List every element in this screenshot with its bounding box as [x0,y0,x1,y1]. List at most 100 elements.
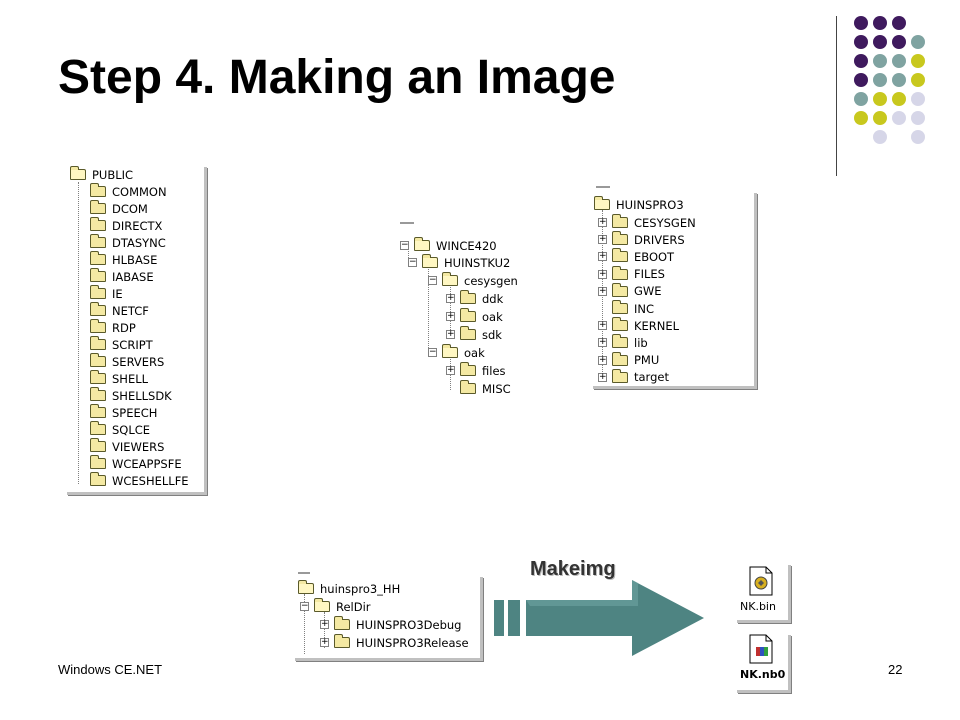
tree-node[interactable]: SQLCE [90,421,150,438]
tree-node[interactable]: COMMON [90,183,167,200]
tree-node[interactable]: IE [90,285,123,302]
expand-icon[interactable]: + [598,285,607,296]
footer-page-number: 22 [888,662,903,677]
tree-node[interactable]: WCESHELLFE [90,472,189,489]
tree-node[interactable]: VIEWERS [90,438,164,455]
process-arrow-icon [494,580,704,656]
tree-node[interactable]: DCOM [90,200,148,217]
expand-icon[interactable]: + [320,619,329,629]
folder-icon [90,336,106,350]
nk-nb0-file[interactable]: NK.nb0 [734,632,788,690]
file-name: NK.bin [740,600,776,613]
folder-icon [594,196,610,210]
wince-folder-tree-panel: − WINCE420 − HUINSTKU2 − cesysgen + ddk … [396,222,520,408]
expand-icon[interactable]: + [446,311,455,321]
tree-node-label: SHELL [112,371,149,386]
tree-node-label[interactable]: HUINSPRO3Release [356,635,469,650]
folder-icon [90,234,106,248]
folder-icon [612,368,628,383]
collapse-icon[interactable]: − [300,601,309,611]
tree-node-label: SPEECH [112,405,158,420]
folder-icon [90,387,106,401]
tree-node-label[interactable]: MISC [482,381,511,396]
tree-node-label[interactable]: cesysgen [464,273,518,288]
decorative-dot [892,35,906,49]
tree-node[interactable]: SHELLSDK [90,387,172,404]
tree-node[interactable]: SPEECH [90,404,157,421]
tree-node-label[interactable]: HUINSPRO3Debug [356,617,462,632]
tree-node[interactable]: IABASE [90,268,154,285]
collapse-icon[interactable]: − [400,240,409,250]
tree-node[interactable]: SERVERS [90,353,164,370]
tree-node[interactable]: RDP [90,319,136,336]
folder-icon [90,421,106,435]
tree-root-label[interactable]: HUINSPRO3 [616,197,684,212]
tree-node-label[interactable]: sdk [482,327,502,342]
expand-icon[interactable]: + [598,354,607,365]
expand-icon[interactable]: + [598,320,607,331]
tree-node[interactable]: + GWE [598,282,662,300]
tree-node-label[interactable]: WINCE420 [436,238,497,253]
folder-icon [90,217,106,231]
tree-root-label[interactable]: huinspro3_HH [320,581,401,596]
tree-node[interactable]: INC [598,300,654,317]
expand-icon[interactable]: + [446,329,455,339]
folder-icon [90,200,106,214]
tree-node[interactable]: + PMU [598,351,660,369]
collapse-icon[interactable]: − [428,275,437,285]
expand-icon[interactable]: + [598,217,607,227]
tree-node[interactable]: +CESYSGEN [598,214,696,231]
tree-node-label[interactable]: RelDir [336,599,371,614]
tree-node-label[interactable]: oak [482,309,503,324]
tree-node[interactable]: +KERNEL [598,317,679,334]
tree-node[interactable]: DTASYNC [90,234,166,251]
expand-icon[interactable]: + [598,371,607,382]
nk-bin-file[interactable]: NK.bin [734,562,788,620]
folder-icon [314,598,330,612]
tree-node-label[interactable]: HUINSTKU2 [444,255,511,270]
tree-node[interactable]: SCRIPT [90,336,153,353]
expand-icon[interactable]: + [598,268,607,279]
tree-node-label: IABASE [112,269,154,284]
collapse-icon[interactable]: − [408,257,417,267]
tree-node[interactable]: HLBASE [90,251,157,268]
file-icon [749,566,773,596]
expand-icon[interactable]: + [598,234,607,245]
folder-icon [90,404,106,418]
folder-icon [90,353,106,367]
tree-node[interactable]: +EBOOT [598,248,674,265]
tree-node-label: PMU [634,353,660,368]
tree-node-label: SHELLSDK [112,388,172,403]
expand-icon[interactable]: + [320,637,329,647]
tree-node[interactable]: +lib [598,334,648,351]
tree-node-label[interactable]: oak [464,345,485,360]
decorative-dot [873,16,887,30]
folder-icon [90,472,106,486]
tree-node[interactable]: SHELL [90,370,148,387]
tree-node[interactable]: +FILES [598,265,665,283]
collapse-icon[interactable]: − [428,347,437,357]
decorative-dot [854,16,868,30]
tree-root-label[interactable]: PUBLIC [92,167,134,182]
decorative-dot [873,111,887,125]
tree-node-label: GWE [634,284,662,299]
folder-icon [90,302,106,316]
decorative-dot [873,92,887,106]
expand-icon[interactable]: + [446,293,455,303]
tree-node[interactable]: +target [598,368,669,386]
tree-node-label[interactable]: ddk [482,291,504,306]
makeimg-label: Makeimg [530,558,616,580]
tree-node-label[interactable]: files [482,363,506,378]
tree-node[interactable]: +DRIVERS [598,231,685,248]
folder-icon [460,380,476,394]
folder-icon [334,616,350,630]
tree-node[interactable]: NETCF [90,302,149,319]
tree-node[interactable]: WCEAPPSFE [90,455,182,472]
expand-icon[interactable]: + [446,365,455,375]
expand-icon[interactable]: + [598,251,607,262]
decorative-dot [854,54,868,68]
tree-node[interactable]: DIRECTX [90,217,162,234]
expand-icon[interactable]: + [598,337,607,348]
folder-icon [460,362,476,376]
tree-node-label: SQLCE [112,422,151,437]
